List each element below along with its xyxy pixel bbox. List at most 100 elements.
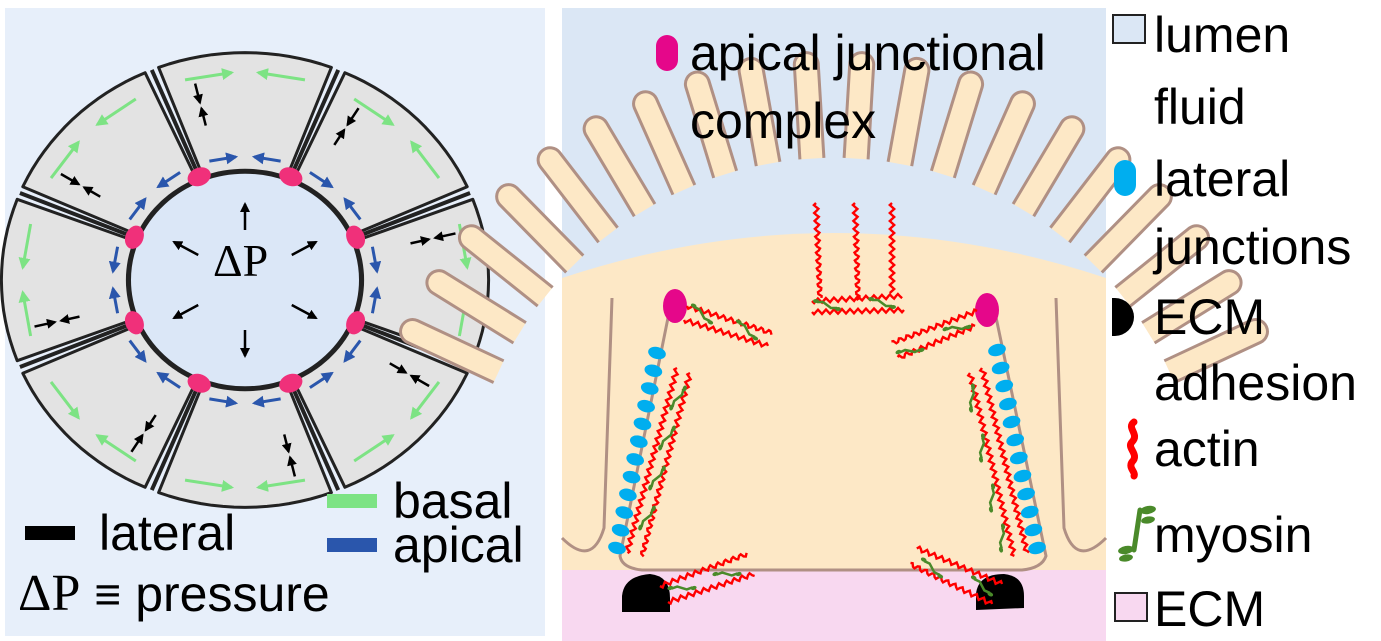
apical-tension-arrow bbox=[108, 246, 121, 274]
apical-tension-arrow bbox=[309, 371, 334, 389]
lateral-junction bbox=[988, 343, 1006, 357]
actin-filament bbox=[966, 372, 1017, 558]
lateral-tension-arrow bbox=[287, 455, 297, 477]
apical-tension-arrow bbox=[156, 371, 181, 389]
myosin-motor bbox=[868, 297, 896, 309]
lateral-junction bbox=[1013, 469, 1032, 483]
apical-tension-arrow bbox=[209, 395, 239, 408]
lateral-tension-arrow bbox=[193, 83, 203, 105]
microvillus bbox=[842, 51, 876, 160]
lateral-junction bbox=[640, 382, 659, 395]
legend-myosin-label: myosin bbox=[1154, 507, 1313, 563]
legend-ecm-adhesion-line1: ECM bbox=[1154, 289, 1266, 345]
actin-filament bbox=[682, 317, 770, 348]
lateral-junction bbox=[622, 470, 641, 484]
apical-tension-arrow bbox=[108, 286, 121, 314]
microvillus bbox=[683, 70, 739, 179]
lateral-junction-icon bbox=[1114, 160, 1136, 196]
apical-junction bbox=[187, 373, 211, 393]
apical-junction bbox=[279, 373, 303, 393]
lateral-label: lateral bbox=[99, 505, 236, 561]
apical-complex-label-line1: apical junctional bbox=[690, 25, 1046, 81]
myosin-motor bbox=[690, 303, 714, 325]
myosin-motor bbox=[920, 557, 944, 579]
apical-complex-label-line2: complex bbox=[690, 93, 877, 149]
actin-filament bbox=[667, 571, 755, 606]
legend-basal: basal bbox=[327, 476, 513, 526]
apical-tension-arrow bbox=[343, 197, 362, 221]
apical-junction bbox=[346, 311, 366, 335]
lateral-boundary bbox=[288, 69, 341, 180]
legend-lateral-line1: lateral bbox=[1154, 151, 1291, 207]
actin-icon bbox=[1127, 418, 1139, 480]
basal-tension-arrow bbox=[255, 68, 306, 82]
basal-tension-arrow bbox=[353, 434, 395, 463]
myosin-motor bbox=[813, 299, 841, 311]
apical-junction bbox=[124, 225, 144, 249]
apical-tension-arrow bbox=[251, 152, 281, 165]
myosin-motor bbox=[638, 505, 656, 531]
actin-filament bbox=[685, 303, 773, 336]
lateral-tension-arrow bbox=[281, 434, 292, 454]
apical-tension-arrow bbox=[251, 395, 281, 408]
lateral-junction bbox=[626, 453, 645, 466]
apical-junction bbox=[663, 289, 687, 323]
pressure-arrow bbox=[291, 303, 318, 320]
actin-filament bbox=[811, 306, 905, 317]
tissue-ring-diagram bbox=[0, 51, 491, 509]
lateral-boundary bbox=[149, 380, 202, 491]
basal-tension-arrow bbox=[184, 68, 235, 82]
apical-junction bbox=[124, 311, 144, 335]
apical-tension-arrow bbox=[309, 171, 334, 189]
pressure-center-label: ΔP bbox=[213, 238, 268, 284]
myosin-motor bbox=[658, 425, 676, 451]
apical-complex-annotation: apical junctional bbox=[656, 28, 1046, 78]
basal-tension-arrow bbox=[255, 478, 306, 492]
microvillus bbox=[1141, 269, 1243, 345]
lateral-boundary bbox=[288, 380, 341, 491]
actin-filament bbox=[812, 202, 823, 299]
lateral-junction bbox=[633, 417, 652, 431]
actin-filament bbox=[916, 545, 1004, 586]
legend-lateral-line2: junctions bbox=[1154, 219, 1352, 275]
basal-tension-arrow bbox=[49, 381, 80, 420]
myosin-motor bbox=[942, 324, 972, 332]
ecm-swatch bbox=[1114, 592, 1148, 622]
lateral-tension-arrow bbox=[389, 362, 408, 374]
pressure-arrow bbox=[172, 303, 199, 320]
lumen bbox=[128, 170, 362, 390]
lateral-junction bbox=[619, 488, 637, 502]
lateral-junction bbox=[999, 397, 1017, 411]
pressure-arrow bbox=[291, 240, 318, 257]
legend-ecm-label: ECM bbox=[1154, 581, 1266, 637]
pressure-symbol: ΔP bbox=[18, 565, 81, 622]
microvillus bbox=[1163, 317, 1269, 384]
legend-apical: apical bbox=[327, 520, 524, 570]
microvillus bbox=[1083, 183, 1173, 274]
actin-filament bbox=[640, 371, 693, 558]
actin-filament bbox=[888, 202, 896, 294]
lateral-junction bbox=[608, 541, 626, 555]
basal-tension-arrow bbox=[95, 434, 137, 463]
apical-swatch bbox=[327, 538, 377, 552]
apical-junction-icon bbox=[656, 35, 678, 71]
legend-lumen-line2: fluid bbox=[1154, 79, 1246, 135]
microvillus bbox=[929, 70, 985, 179]
lateral-junction bbox=[991, 361, 1010, 375]
legend-lateral: lateral bbox=[25, 508, 235, 558]
lateral-tension-arrow bbox=[410, 236, 431, 246]
lateral-tension-arrow bbox=[198, 106, 209, 126]
lateral-swatch bbox=[25, 526, 75, 540]
myosin-motor bbox=[978, 433, 986, 463]
lateral-junction bbox=[637, 399, 655, 413]
apical-tension-arrow bbox=[128, 339, 147, 363]
lateral-junction bbox=[648, 346, 666, 360]
legend-lumen-swatch bbox=[1112, 14, 1146, 44]
actin-filament bbox=[659, 552, 748, 590]
actin-filament bbox=[910, 561, 994, 606]
microvillus bbox=[425, 269, 527, 345]
lateral-junction bbox=[629, 435, 648, 448]
lateral-junction bbox=[1017, 487, 1035, 501]
lateral-tension-arrow bbox=[82, 186, 101, 198]
lateral-tension-arrow bbox=[130, 433, 144, 453]
